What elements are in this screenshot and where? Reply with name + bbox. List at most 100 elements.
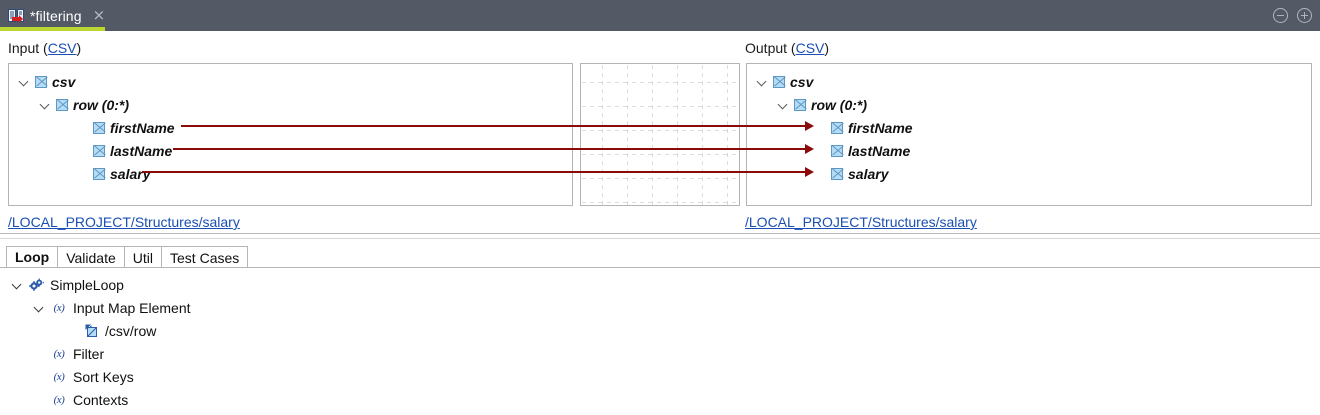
- chevron-down-icon[interactable]: [778, 99, 789, 110]
- chevron-down-icon[interactable]: [19, 76, 30, 87]
- mapping-connection-line[interactable]: [142, 171, 805, 173]
- loop-tree-item-label: SimpleLoop: [50, 276, 124, 293]
- tree-node[interactable]: salary: [747, 162, 1311, 185]
- loop-tree-item-label: Sort Keys: [73, 368, 134, 385]
- loop-tree-item-label: Filter: [73, 345, 105, 362]
- chevron-down-icon[interactable]: [40, 99, 51, 110]
- loop-tree-item-label: Contexts: [73, 391, 129, 408]
- loop-tree-item-label: Input Map Element: [73, 299, 191, 316]
- chevron-down-icon[interactable]: [12, 279, 23, 290]
- output-csv-link[interactable]: CSV: [795, 40, 825, 56]
- tree-node-label: lastName: [110, 142, 173, 159]
- loop-tree-item[interactable]: (x) Filter: [0, 342, 1320, 365]
- schema-element-icon: [773, 75, 785, 88]
- loop-tree-item[interactable]: (x) Input Map Element: [0, 296, 1320, 319]
- window-titlebar: *filtering ×: [0, 0, 1320, 31]
- tree-spacer: [34, 394, 45, 405]
- variable-icon: (x): [53, 347, 65, 360]
- tree-spacer: [815, 145, 826, 156]
- tree-node-label: firstName: [110, 119, 175, 136]
- map-element-icon: [85, 324, 99, 338]
- tab-loop[interactable]: Loop: [6, 246, 59, 268]
- mapping-document-icon: [8, 8, 24, 24]
- chevron-down-icon[interactable]: [34, 302, 45, 313]
- input-label-prefix: Input (: [8, 40, 48, 56]
- schema-element-icon: [831, 144, 843, 157]
- gears-icon: [29, 278, 44, 292]
- loop-tree-item-label: /csv/row: [105, 322, 157, 339]
- variable-icon: (x): [53, 301, 65, 314]
- loop-tree-item[interactable]: SimpleLoop: [0, 273, 1320, 296]
- schema-element-icon: [93, 167, 105, 180]
- output-structure-path-link[interactable]: /LOCAL_PROJECT/Structures/salary: [745, 214, 977, 230]
- mapping-grid-panel[interactable]: [580, 63, 740, 206]
- tree-spacer: [68, 325, 79, 336]
- tree-spacer: [77, 122, 88, 133]
- schema-element-icon: [794, 98, 806, 111]
- loop-tree-item[interactable]: (x) Contexts: [0, 388, 1320, 411]
- tree-node[interactable]: lastName: [9, 139, 572, 162]
- tree-node[interactable]: lastName: [747, 139, 1311, 162]
- input-section-label: Input (CSV): [8, 40, 81, 56]
- minimize-icon[interactable]: [1273, 8, 1288, 23]
- input-label-suffix: ): [76, 40, 82, 56]
- output-section-label: Output (CSV): [745, 40, 829, 56]
- tree-spacer: [815, 122, 826, 133]
- tab-validate[interactable]: Validate: [57, 246, 125, 268]
- output-label-prefix: Output (: [745, 40, 796, 56]
- schema-element-icon: [56, 98, 68, 111]
- mapping-connection-arrow: [805, 144, 814, 154]
- output-schema-tree: csv row (0:*) firstName lastName salary: [747, 64, 1311, 185]
- grid-background: [581, 64, 739, 205]
- tree-node[interactable]: firstName: [747, 116, 1311, 139]
- tree-spacer: [77, 168, 88, 179]
- tree-node-label: salary: [110, 165, 151, 182]
- tree-node-label: lastName: [848, 142, 911, 159]
- tree-node-label: csv: [52, 73, 76, 90]
- tree-node[interactable]: salary: [9, 162, 572, 185]
- tree-node[interactable]: row (0:*): [9, 93, 572, 116]
- output-schema-panel[interactable]: csv row (0:*) firstName lastName salary: [746, 63, 1312, 206]
- tree-node-label: csv: [790, 73, 814, 90]
- variable-icon: (x): [53, 393, 65, 406]
- mapping-connection-line[interactable]: [181, 125, 805, 127]
- tree-node[interactable]: row (0:*): [747, 93, 1311, 116]
- schema-element-icon: [831, 121, 843, 134]
- tree-node[interactable]: csv: [747, 70, 1311, 93]
- mapping-connection-line[interactable]: [173, 148, 805, 150]
- tabstrip-baseline: [0, 267, 1320, 268]
- tree-node-label: firstName: [848, 119, 913, 136]
- schema-element-icon: [831, 167, 843, 180]
- active-tab-accent: [0, 27, 105, 31]
- tree-spacer: [34, 371, 45, 382]
- input-structure-path-link[interactable]: /LOCAL_PROJECT/Structures/salary: [8, 214, 240, 230]
- mapping-connection-arrow: [805, 121, 814, 131]
- tree-node-label: row (0:*): [73, 96, 129, 113]
- schema-element-icon: [35, 75, 47, 88]
- chevron-down-icon[interactable]: [757, 76, 768, 87]
- tab-util[interactable]: Util: [123, 246, 163, 268]
- tree-node-label: salary: [848, 165, 889, 182]
- tree-node-label: row (0:*): [811, 96, 867, 113]
- close-icon[interactable]: ×: [92, 6, 106, 24]
- tree-node[interactable]: csv: [9, 70, 572, 93]
- variable-icon: (x): [53, 370, 65, 383]
- window-controls: [1273, 0, 1312, 31]
- tree-spacer: [815, 168, 826, 179]
- tree-spacer: [77, 145, 88, 156]
- input-csv-link[interactable]: CSV: [47, 40, 77, 56]
- input-schema-tree: csv row (0:*) firstName lastName salary: [9, 64, 572, 185]
- loop-tree-item[interactable]: /csv/row: [0, 319, 1320, 342]
- tab-test-cases[interactable]: Test Cases: [161, 246, 249, 268]
- input-schema-panel[interactable]: csv row (0:*) firstName lastName salary: [8, 63, 573, 206]
- schema-element-icon: [93, 121, 105, 134]
- schema-element-icon: [93, 144, 105, 157]
- pane-divider[interactable]: [0, 233, 1320, 239]
- maximize-icon[interactable]: [1297, 8, 1312, 23]
- loop-tree-item[interactable]: (x) Sort Keys: [0, 365, 1320, 388]
- editor-tab-filtering[interactable]: *filtering ×: [0, 0, 115, 31]
- tree-node[interactable]: firstName: [9, 116, 572, 139]
- mapping-connection-arrow: [805, 167, 814, 177]
